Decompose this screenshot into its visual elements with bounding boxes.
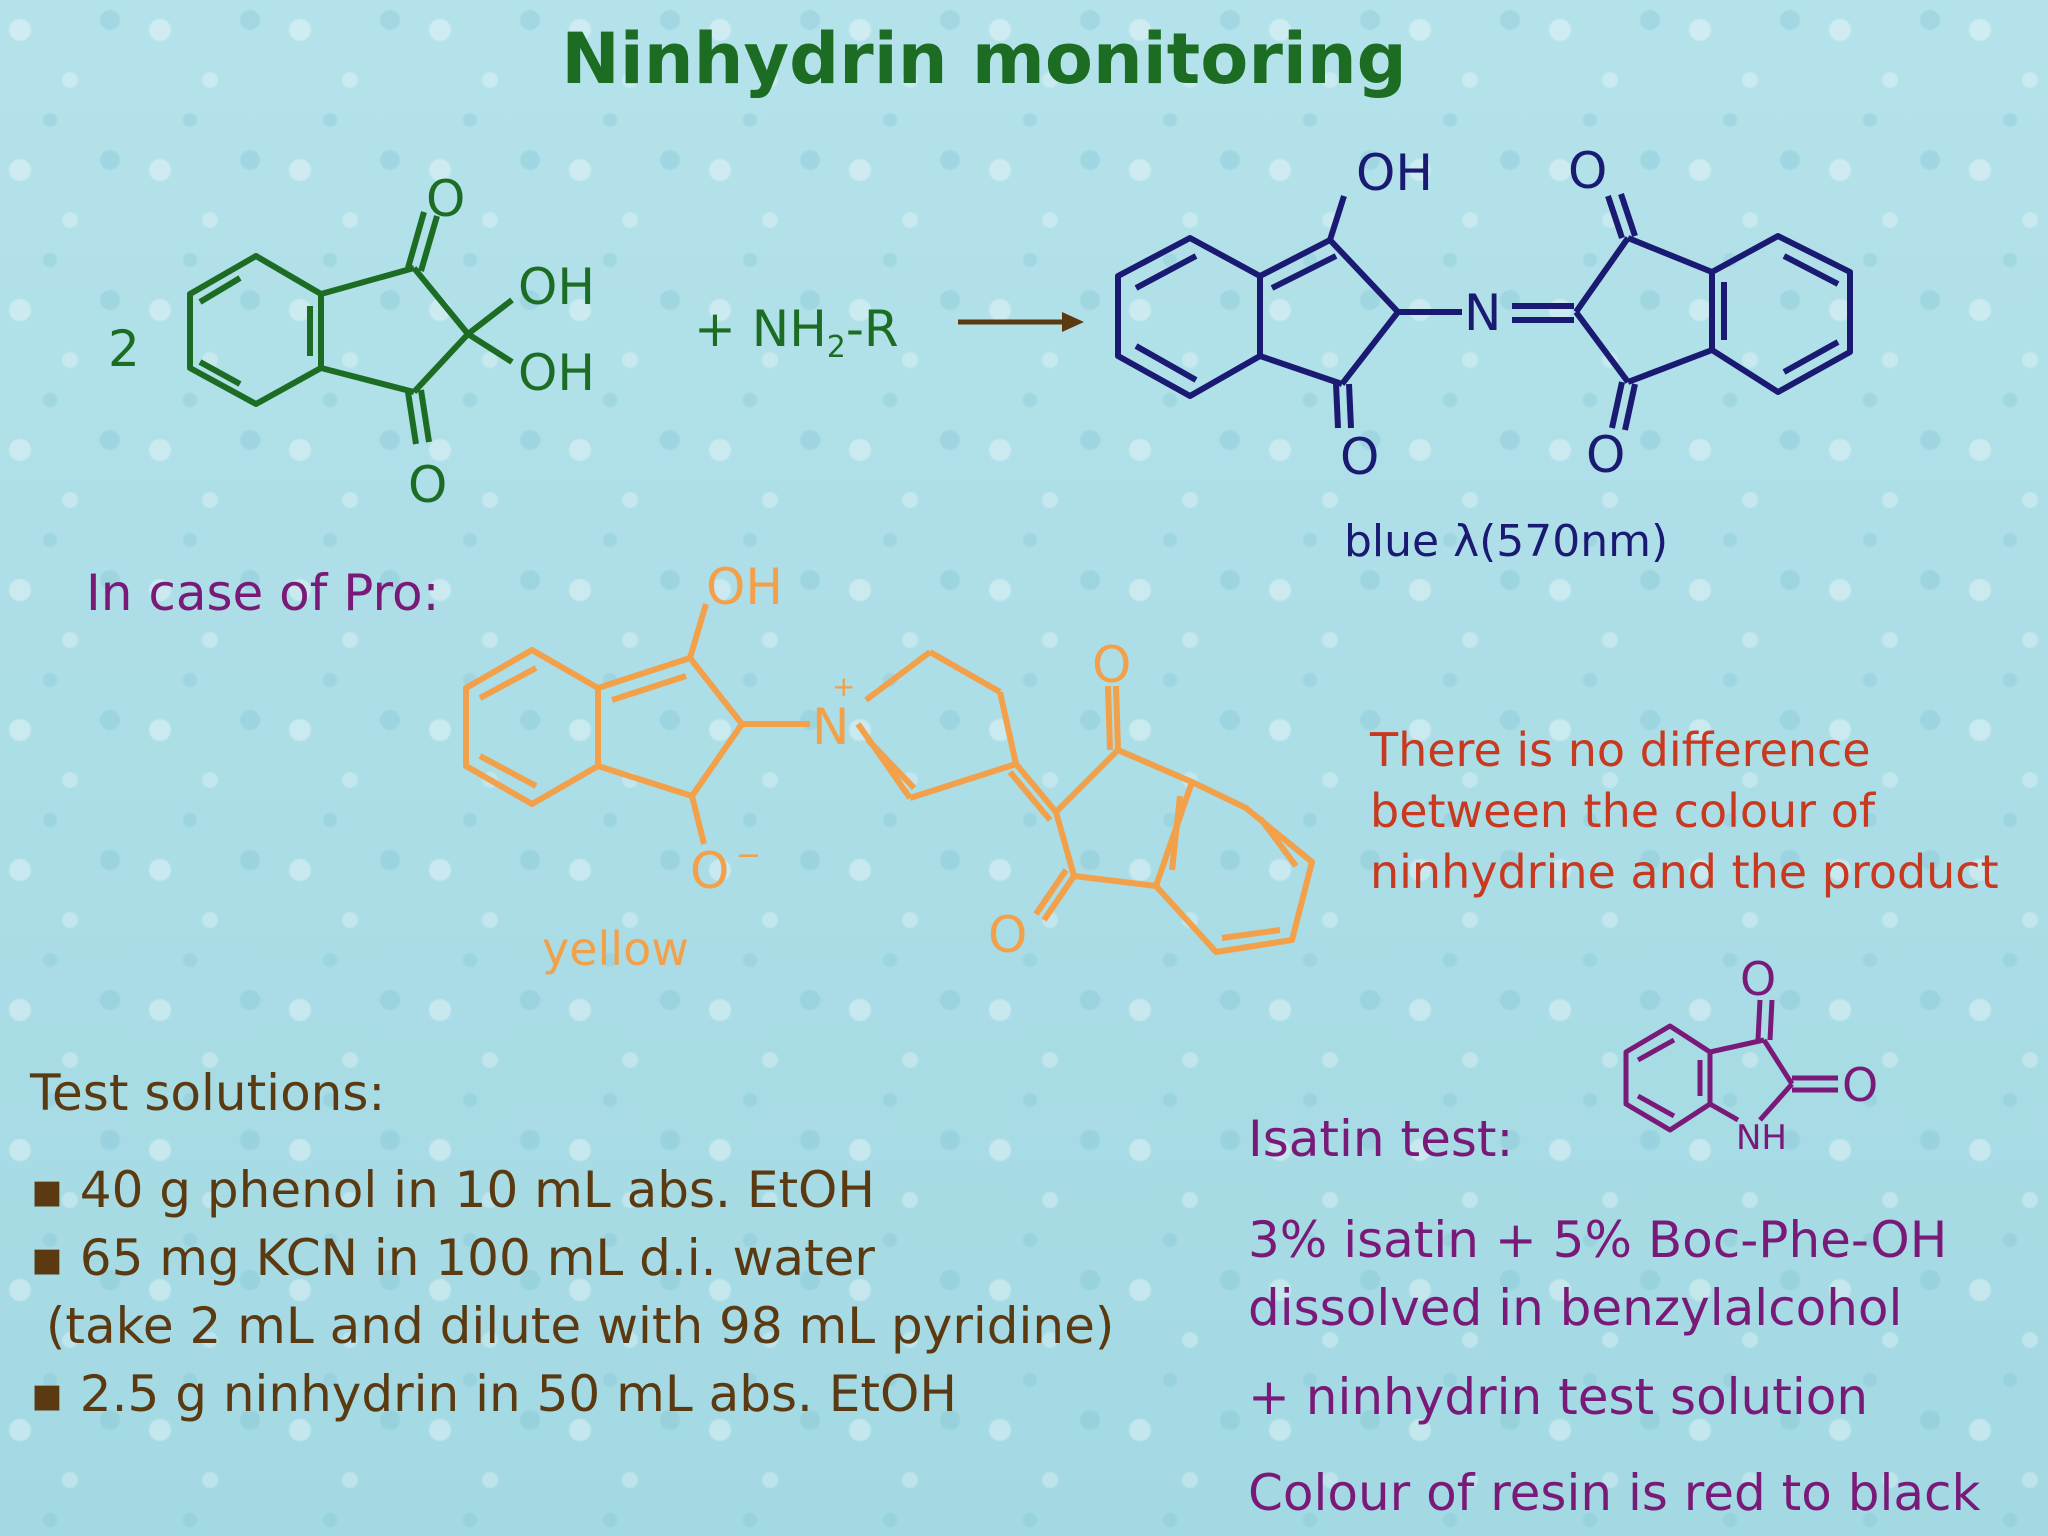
reagent-suffix: -R <box>845 300 899 358</box>
isatin-structure <box>1623 999 1838 1133</box>
proline-note-line: ninhydrine and the product <box>1370 845 1999 899</box>
product-o-bottom-left: O <box>1340 428 1380 486</box>
reagent-prefix: + NH <box>694 300 827 358</box>
proline-note: There is no difference between the colou… <box>1370 720 1999 903</box>
isatin-line: Colour of resin is red to black <box>1248 1464 1981 1522</box>
test-solutions-heading: Test solutions: <box>30 1064 386 1122</box>
isatin-o-right: O <box>1842 1058 1879 1112</box>
ninhydrin-o-top: O <box>426 170 466 228</box>
reaction-arrow <box>958 312 1084 332</box>
ninhydrin-o-bottom: O <box>408 456 448 514</box>
proline-o-minus: O <box>690 842 730 900</box>
list-item: (take 2 mL and dilute with 98 mL pyridin… <box>30 1297 1115 1355</box>
ninhydrin-structure <box>187 211 514 445</box>
product-caption: blue λ(570nm) <box>1344 516 1669 567</box>
list-item: ▪ 40 g phenol in 10 mL abs. EtOH <box>30 1161 875 1219</box>
isatin-line: dissolved in benzylalcohol <box>1248 1279 1903 1337</box>
isatin-o-top: O <box>1740 952 1777 1006</box>
coefficient: 2 <box>108 320 140 378</box>
proline-n: N <box>812 698 850 756</box>
test-solutions-list: ▪ 40 g phenol in 10 mL abs. EtOH ▪ 65 mg… <box>30 1156 1114 1428</box>
list-item: ▪ 2.5 g ninhydrin in 50 mL abs. EtOH <box>30 1365 957 1423</box>
isatin-nh: NH <box>1736 1118 1787 1158</box>
product-o-bottom-right: O <box>1586 426 1626 484</box>
proline-product-structure <box>463 603 1315 955</box>
isatin-recipe: 3% isatin + 5% Boc-Phe-OH dissolved in b… <box>1248 1206 1947 1342</box>
isatin-heading: Isatin test: <box>1248 1110 1514 1168</box>
proline-oh: OH <box>706 558 783 616</box>
list-item: ▪ 65 mg KCN in 100 mL d.i. water <box>30 1229 875 1287</box>
ninhydrin-oh-top: OH <box>518 258 595 316</box>
reagent-amine: + NH2-R <box>694 304 899 363</box>
product-o-top: O <box>1568 142 1608 200</box>
isatin-line: 3% isatin + 5% Boc-Phe-OH <box>1248 1211 1948 1269</box>
proline-o-minus-charge: − <box>736 838 762 873</box>
proline-o-top: O <box>1092 636 1132 694</box>
proline-note-line: There is no difference <box>1370 723 1871 777</box>
proline-note-line: between the colour of <box>1370 784 1876 838</box>
proline-heading: In case of Pro: <box>86 564 440 622</box>
proline-o-bottom: O <box>988 906 1028 964</box>
product-oh: OH <box>1356 144 1433 202</box>
page-title: Ninhydrin monitoring <box>561 18 1407 100</box>
reagent-subscript: 2 <box>826 330 846 365</box>
proline-n-charge: + <box>832 670 856 703</box>
product-n: N <box>1464 284 1502 342</box>
ninhydrin-oh-bottom: OH <box>518 344 595 402</box>
proline-caption: yellow <box>542 922 689 976</box>
isatin-line: + ninhydrin test solution <box>1248 1368 1869 1426</box>
product-structure <box>1115 193 1853 431</box>
